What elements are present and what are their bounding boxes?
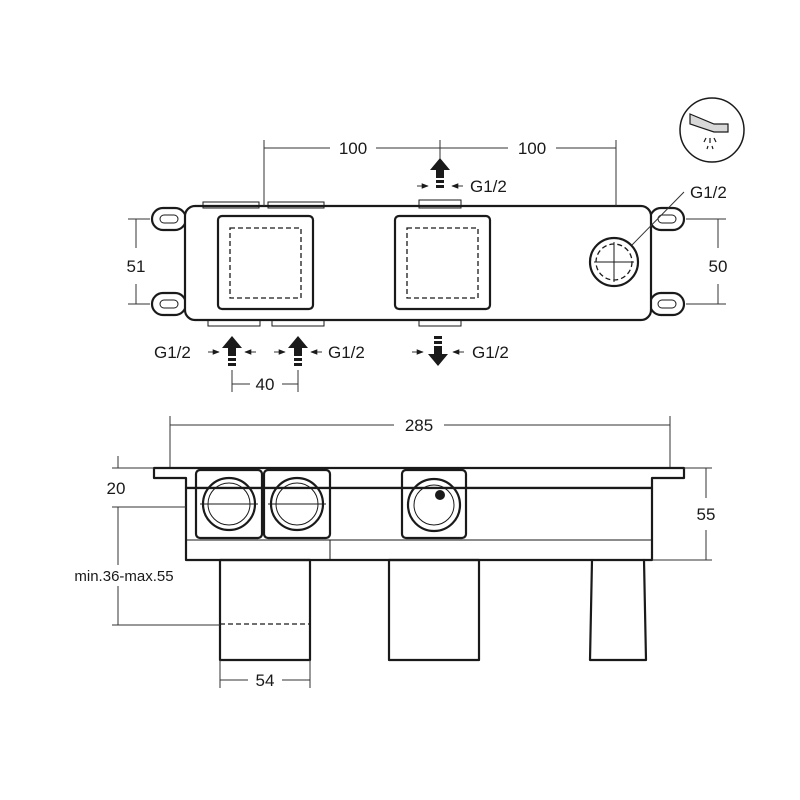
dim-left-spacing: 100 [339, 139, 367, 158]
front-view: 285 [74, 416, 715, 690]
mixer-module-left [216, 214, 315, 311]
inlet-connector-left [194, 468, 264, 540]
dim-depth: 55 [652, 467, 716, 561]
spout-icon [679, 97, 745, 163]
arrow-icon [417, 158, 463, 189]
dim-inlet-spacing: 40 [231, 370, 299, 394]
dim-height-right-label: 50 [709, 257, 728, 276]
thread-side-outlet: G1/2 [690, 183, 727, 202]
dim-flange: 20 [107, 456, 186, 508]
dim-total-width: 285 [169, 416, 671, 468]
dim-depth-label: 55 [697, 505, 716, 524]
inlet-connector-right [262, 468, 332, 540]
cartridge-left [218, 558, 312, 662]
dim-height-left: 51 [127, 218, 150, 305]
arrow-icon [208, 336, 256, 366]
body-outline [183, 204, 653, 322]
diverter-module [393, 214, 492, 311]
dim-cartridge-width: 54 [219, 660, 311, 690]
arrow-icon [274, 336, 322, 366]
dim-flange-label: 20 [107, 479, 126, 498]
cartridge-right [588, 558, 648, 662]
arrow-icon [412, 336, 464, 366]
dim-height-right: 50 [686, 218, 728, 305]
top-view: 100 100 G1/2 G1/2 51 [127, 97, 745, 394]
dim-inlet-spacing-label: 40 [256, 375, 275, 394]
dim-height-left-label: 51 [127, 257, 146, 276]
thread-inlet-left: G1/2 [154, 343, 191, 362]
front-body [184, 486, 654, 562]
diverter-connector [400, 468, 468, 540]
thread-top-outlet: G1/2 [470, 177, 507, 196]
dim-install-range: min.36-max.55 [74, 507, 220, 626]
side-outlet [588, 236, 640, 288]
dim-cartridge-width-label: 54 [256, 671, 275, 690]
thread-inlet-right: G1/2 [328, 343, 365, 362]
cartridge-center [387, 558, 481, 662]
thread-bottom-outlet: G1/2 [472, 343, 509, 362]
dim-top-spacing: 100 100 [263, 139, 617, 206]
dim-install-range-label: min.36-max.55 [74, 568, 173, 585]
dim-right-spacing: 100 [518, 139, 546, 158]
dim-total-width-label: 285 [405, 416, 433, 435]
